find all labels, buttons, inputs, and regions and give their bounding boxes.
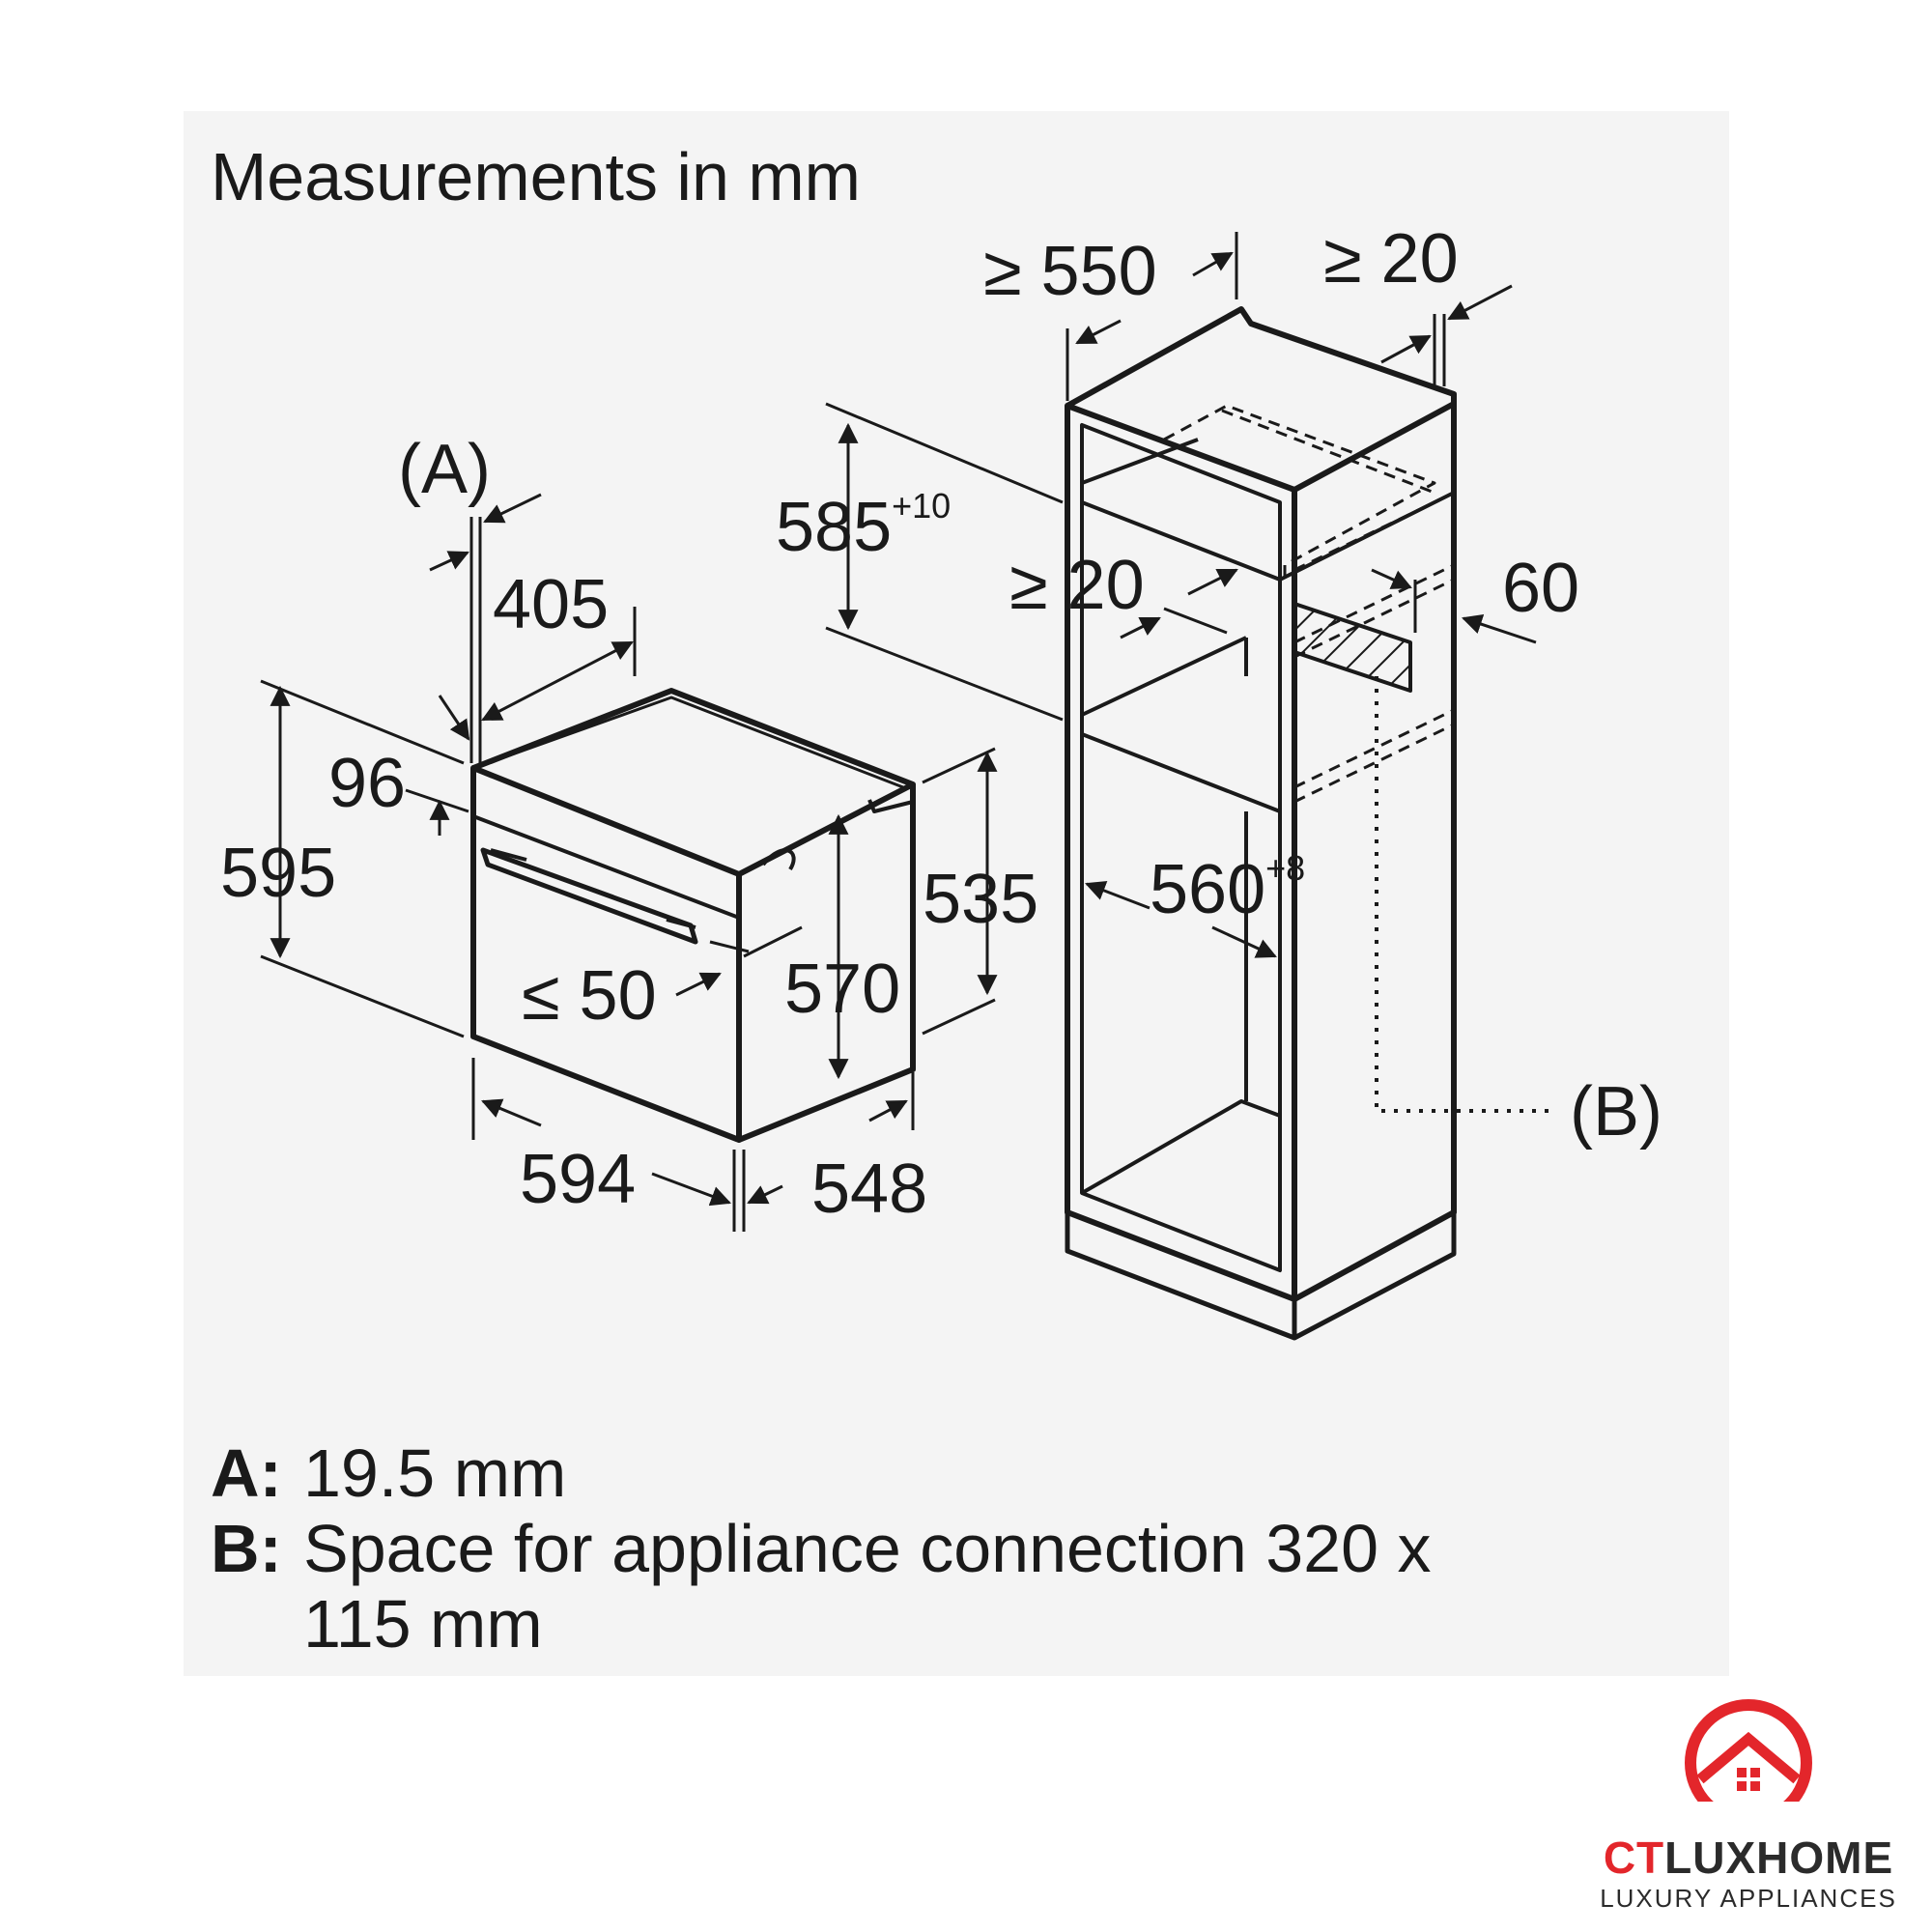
cabinet-drawing bbox=[1065, 306, 1550, 1341]
label-dim-ge20-top: ≥ 20 bbox=[1323, 220, 1459, 298]
oven-trim bbox=[487, 696, 904, 789]
legend-text-a: 19.5 mm bbox=[303, 1435, 567, 1511]
page-title: Measurements in mm bbox=[211, 139, 861, 214]
oven-front bbox=[470, 765, 742, 1143]
cabinet-niche-dashed bbox=[1163, 404, 1455, 804]
legend-key-b: B: bbox=[211, 1511, 282, 1586]
oven-side-handle bbox=[761, 848, 796, 871]
label-dim-548: 548 bbox=[811, 1151, 928, 1228]
label-dim-585-tolerance: +10 bbox=[892, 486, 952, 526]
label-dim-60: 60 bbox=[1502, 550, 1580, 627]
label-dim-560: 560+8 bbox=[1150, 851, 1305, 925]
brand-name-part1: CT bbox=[1603, 1833, 1665, 1883]
connection-leader bbox=[1375, 676, 1550, 1113]
oven-drawing bbox=[470, 688, 916, 1143]
label-dim-535: 535 bbox=[923, 861, 1039, 938]
label-dim-le50: ≤ 50 bbox=[522, 957, 657, 1035]
oven-top bbox=[471, 688, 916, 877]
label-ref-a: (A) bbox=[398, 431, 491, 508]
legend-row-b-continued: 115 mm bbox=[211, 1590, 543, 1658]
label-dim-560-value: 560 bbox=[1150, 851, 1266, 928]
cabinet-side bbox=[1292, 404, 1457, 1302]
house-icon bbox=[1685, 1699, 1812, 1831]
brand-name: CTLUXHOME bbox=[1584, 1835, 1913, 1880]
diagram-background bbox=[184, 111, 1729, 1676]
label-dim-ge550: ≥ 550 bbox=[983, 233, 1157, 310]
label-dim-ge20-mid: ≥ 20 bbox=[1009, 547, 1145, 624]
label-dim-585-value: 585 bbox=[776, 489, 893, 566]
legend-row-a: A:19.5 mm bbox=[211, 1439, 566, 1507]
oven-side bbox=[736, 784, 916, 1143]
brand-tagline: LUXURY APPLIANCES bbox=[1600, 1884, 1897, 1913]
legend-row-b: B:Space for appliance connection 320 x bbox=[211, 1515, 1431, 1582]
oven-dimensions bbox=[260, 493, 998, 1232]
cabinet-vent-strip bbox=[1293, 602, 1412, 693]
label-dim-405: 405 bbox=[493, 566, 610, 643]
cabinet-top bbox=[1065, 306, 1457, 493]
label-dim-560-tolerance: +8 bbox=[1265, 848, 1306, 888]
cabinet-dimensions bbox=[825, 232, 1537, 958]
legend-text-b: Space for appliance connection 320 x bbox=[303, 1511, 1432, 1586]
brand-logo: CTLUXHOME LUXURY APPLIANCES bbox=[1584, 1690, 1913, 1922]
label-dim-570: 570 bbox=[784, 951, 901, 1028]
legend-text-b-continued: 115 mm bbox=[303, 1586, 543, 1662]
label-ref-b: (B) bbox=[1570, 1073, 1662, 1151]
label-dim-585: 585+10 bbox=[776, 489, 951, 563]
oven-handle bbox=[480, 847, 698, 945]
label-dim-595: 595 bbox=[220, 835, 337, 912]
oven-control-strip bbox=[472, 814, 740, 920]
label-dim-594: 594 bbox=[520, 1141, 637, 1218]
legend-key-a: A: bbox=[211, 1435, 282, 1511]
brand-name-part2: LUXHOME bbox=[1664, 1833, 1894, 1883]
cabinet-plinth bbox=[1065, 1212, 1297, 1341]
label-dim-96: 96 bbox=[328, 745, 407, 822]
